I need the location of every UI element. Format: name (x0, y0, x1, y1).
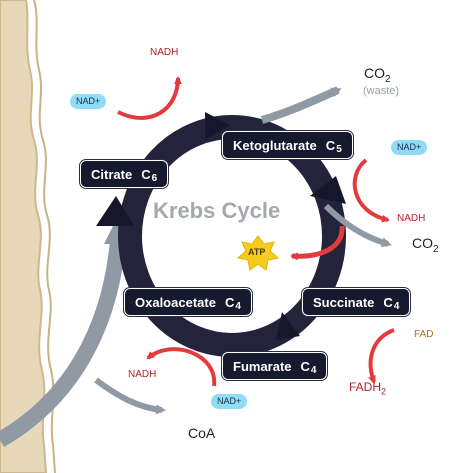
co2-top-sub: 2 (385, 73, 391, 85)
co2-arrow-right (323, 203, 392, 248)
ring-arrowhead-top (205, 112, 230, 140)
co2-label-right: CO2 (412, 236, 439, 255)
fadh2-sub: 2 (381, 386, 387, 397)
nadh-label-top: NADH (150, 47, 179, 58)
nadh-arrow-right (352, 158, 390, 223)
fumarate-count: 4 (310, 364, 317, 376)
oxaloacetate-carbon: C (224, 294, 235, 310)
atp-star-icon (236, 235, 280, 271)
nadh-arrow-bottom (146, 347, 217, 387)
nadh-label-right: NADH (397, 213, 426, 224)
acetyl-entry-arrow (0, 239, 126, 447)
ketoglutarate-carbon: C (325, 137, 336, 153)
nad-pill-bottom: NAD+ (211, 394, 248, 409)
succinate-count: 4 (393, 300, 400, 312)
atp-label: ATP (248, 247, 266, 257)
co2-right-sub: 2 (433, 243, 439, 255)
coa-label: CoA (188, 425, 216, 441)
fadh2-arrow (368, 328, 395, 384)
citrate-carbon: C (141, 166, 151, 182)
nad-pill-top: NAD+ (70, 94, 107, 109)
co2-top-text: CO (364, 65, 385, 81)
fadh2-text: FADH (349, 380, 382, 394)
coa-arrow (94, 377, 166, 415)
ring-arrowhead-left (96, 196, 134, 226)
co2-label-top: CO2 (364, 66, 391, 85)
co2-arrow-top (260, 86, 342, 124)
succinate-carbon: C (383, 294, 393, 310)
citrate-name: Citrate (91, 166, 133, 182)
oxaloacetate-count: 4 (235, 300, 241, 312)
fad-label: FAD (414, 329, 434, 340)
ring-arrowhead-bottomright (276, 312, 300, 340)
nad-pill-right: NAD+ (391, 140, 428, 155)
ketoglutarate-count: 5 (336, 143, 342, 155)
membrane-inner-edge (33, 0, 56, 473)
nadh-arrow-top (117, 76, 182, 120)
cycle-ring (118, 115, 346, 357)
fumarate-name: Fumarate (233, 358, 292, 374)
ketoglutarate-name: Ketoglutarate (233, 137, 317, 153)
nadh-label-bottom: NADH (128, 369, 157, 380)
mitochondria-membrane (0, 0, 48, 473)
ring-arrowhead-right (310, 176, 346, 204)
cycle-title: Krebs Cycle (153, 198, 281, 223)
fadh2-label: FADH2 (349, 381, 386, 396)
co2-right-text: CO (412, 235, 433, 251)
atp-arrow (290, 225, 345, 261)
waste-label: (waste) (363, 85, 400, 97)
succinate-name: Succinate (313, 294, 375, 310)
fumarate-carbon: C (300, 358, 310, 374)
oxaloacetate-name: Oxaloacetate (135, 294, 216, 310)
citrate-count: 6 (151, 172, 158, 184)
